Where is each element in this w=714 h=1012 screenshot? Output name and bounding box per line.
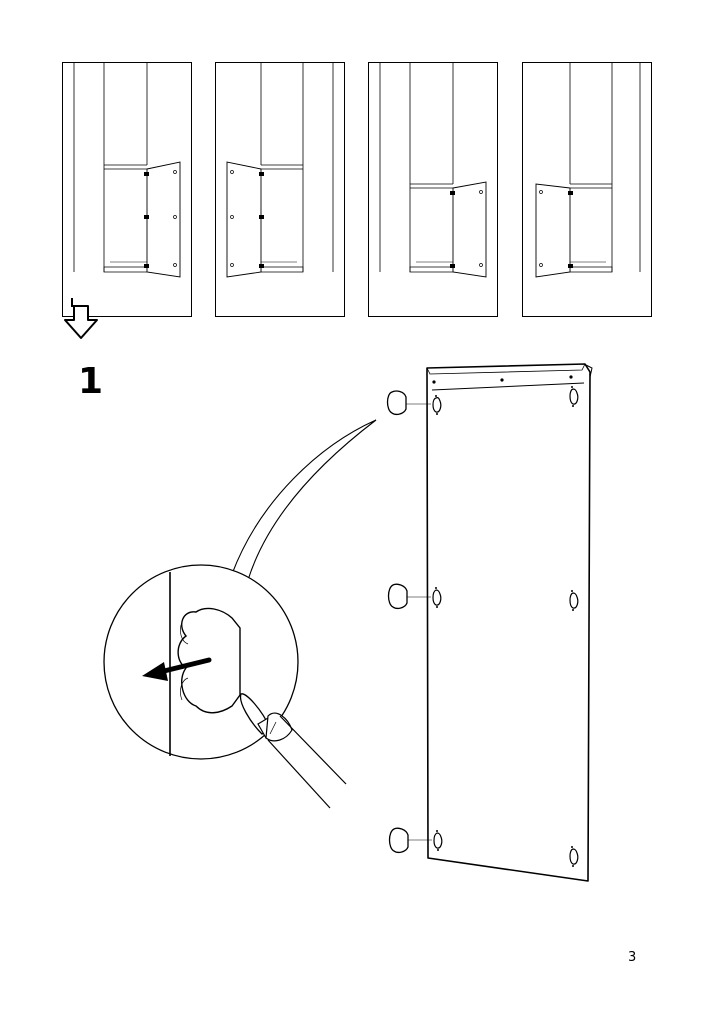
main-illustration bbox=[103, 363, 593, 882]
removal-direction-arrow-icon bbox=[142, 657, 212, 681]
overview-panel-2 bbox=[215, 62, 345, 317]
cabinet-tall-right-open-drawing bbox=[62, 62, 192, 317]
overview-panel-4 bbox=[522, 62, 652, 317]
flat-screwdriver-icon bbox=[239, 693, 347, 809]
cabinet-tall-left-open-drawing bbox=[215, 62, 345, 317]
right-hinge-holes bbox=[569, 386, 579, 867]
overview-panel-3 bbox=[368, 62, 498, 317]
page-number: 3 bbox=[628, 950, 637, 965]
hinge-cover-middle bbox=[387, 583, 442, 610]
overview-panel-1 bbox=[62, 62, 192, 317]
hinge-cover-top bbox=[386, 390, 442, 416]
detail-callout-leader bbox=[231, 419, 377, 581]
step-number: 1 bbox=[78, 361, 104, 402]
cabinet-door-panel bbox=[426, 363, 593, 882]
cabinet-short-right-open-drawing bbox=[368, 62, 498, 317]
cabinet-short-left-open-drawing bbox=[522, 62, 652, 317]
downward-flow-arrow-icon bbox=[64, 298, 98, 339]
hinge-cover-bottom bbox=[388, 827, 443, 854]
